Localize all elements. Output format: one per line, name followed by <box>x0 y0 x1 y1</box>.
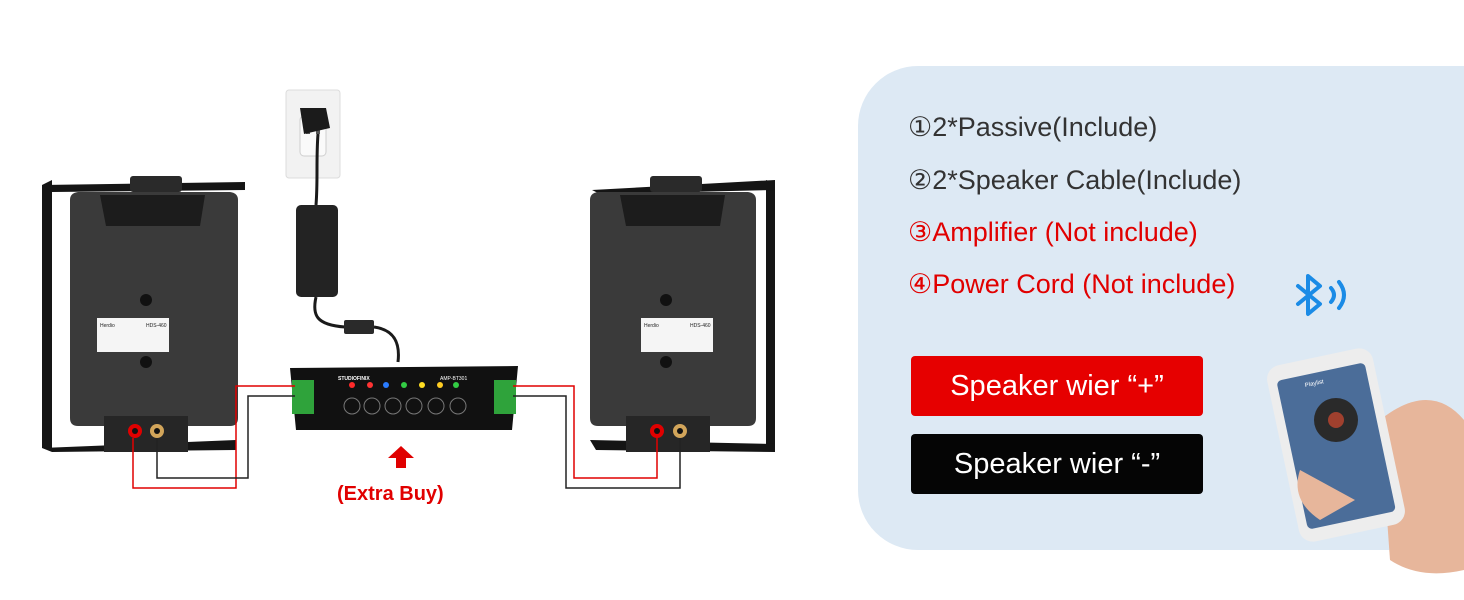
power-adapter <box>296 205 338 297</box>
svg-text:HDS-460: HDS-460 <box>146 323 167 329</box>
item-speaker-cable: ②2*Speaker Cable(Include) <box>908 165 1242 195</box>
speaker-wire-plus-label: Speaker wier “+” <box>911 356 1203 416</box>
svg-text:AMP-BT301: AMP-BT301 <box>440 376 467 382</box>
item-passive: ①2*Passive(Include) <box>908 112 1158 142</box>
right-plus-wire <box>513 385 658 479</box>
svg-text:HDS-460: HDS-460 <box>690 323 711 329</box>
right-speaker: Herdio HDS-460 <box>590 176 775 452</box>
right-minus-wire <box>513 395 681 489</box>
left-minus-wire <box>156 395 295 479</box>
svg-text:Herdio: Herdio <box>100 323 115 329</box>
left-speaker: Herdio HDS-460 <box>42 176 245 452</box>
power-outlet-icon <box>285 89 341 179</box>
left-plus-wire <box>132 385 295 489</box>
amplifier: STUDIOFINIX AMP-BT301 <box>290 366 518 430</box>
item-power-cord: ④Power Cord (Not include) <box>908 269 1236 299</box>
speaker-wire-minus-label: Speaker wier “-” <box>911 434 1203 494</box>
svg-text:Playlist: Playlist <box>1304 379 1324 389</box>
bluetooth-icon <box>1296 274 1346 316</box>
extra-buy-label: (Extra Buy) <box>337 483 444 505</box>
svg-text:STUDIOFINIX: STUDIOFINIX <box>338 376 370 382</box>
phone-in-hand: Playlist <box>1267 348 1464 574</box>
item-amplifier: ③Amplifier (Not include) <box>908 217 1198 247</box>
svg-text:Herdio: Herdio <box>644 323 659 329</box>
up-arrow-icon <box>388 446 414 468</box>
